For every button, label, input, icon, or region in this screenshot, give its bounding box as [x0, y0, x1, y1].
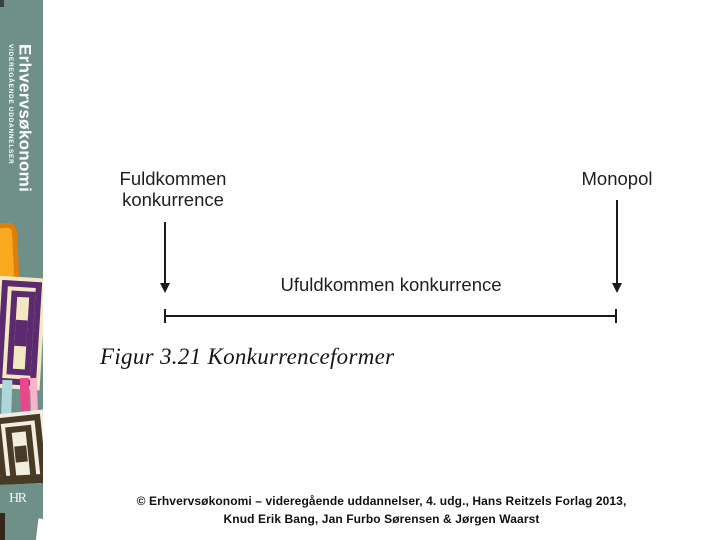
left-arrowhead-icon [160, 283, 170, 293]
sidebar-vertical-title: Erhvervsøkonomi VIDEREGÅENDE UDDANNELSER [5, 44, 35, 239]
axis-tick-right [615, 309, 617, 323]
decorative-pattern [0, 220, 43, 540]
brand-sidebar: Erhvervsøkonomi VIDEREGÅENDE UDDANNELSER… [0, 0, 43, 540]
spectrum-axis-line [165, 315, 616, 317]
axis-tick-left [164, 309, 166, 323]
pattern-orange-frame [0, 222, 20, 284]
right-arrow-line [616, 200, 618, 283]
corner-mark [0, 0, 4, 7]
series-title: Erhvervsøkonomi [15, 44, 35, 193]
footer-line1: © Erhvervsøkonomi – videregående uddanne… [136, 494, 627, 508]
figure-caption: Figur 3.21 Konkurrenceformer [100, 344, 395, 369]
diagram-label-monopol: Monopol [581, 168, 653, 189]
diagram-label-fuldkommen-konkurrence: Fuldkommen konkurrence [119, 168, 227, 210]
copyright-footer: © Erhvervsøkonomi – videregående uddanne… [43, 493, 720, 528]
right-arrowhead-icon [612, 283, 622, 293]
footer-line2: Knud Erik Bang, Jan Furbo Sørensen & Jør… [223, 511, 540, 526]
pattern-dark-strip [0, 513, 5, 540]
left-arrow-line [164, 222, 166, 283]
pattern-purple-squares [0, 275, 43, 391]
series-subtitle: VIDEREGÅENDE UDDANNELSER [6, 44, 14, 165]
publisher-logo: HR [9, 491, 27, 506]
diagram-label-ufuldkommen-konkurrence: Ufuldkommen konkurrence [280, 274, 502, 295]
